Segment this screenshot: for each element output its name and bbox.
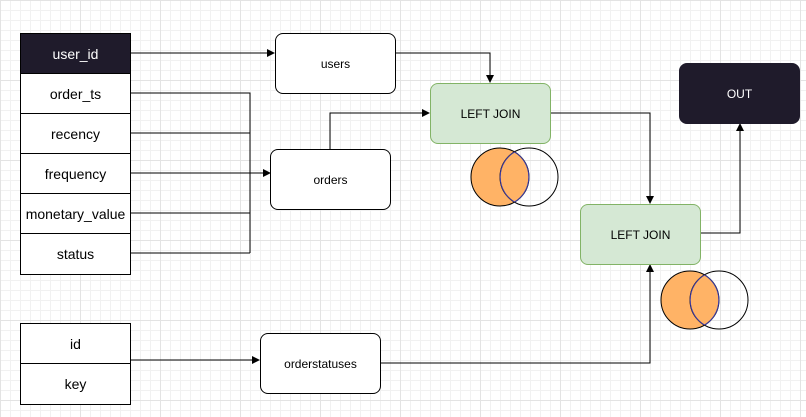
left-join-venn-icon	[470, 147, 559, 207]
orders-node[interactable]: orders	[270, 149, 391, 210]
column-user-id[interactable]: user_id	[21, 34, 130, 74]
column-status[interactable]: status	[56, 246, 95, 262]
edge-join1-join2	[550, 112, 654, 204]
left-join-venn-icon	[660, 270, 749, 330]
edge-orders-join1	[329, 109, 430, 149]
column-key[interactable]: key	[64, 376, 87, 392]
users-node[interactable]: users	[275, 33, 396, 94]
orderstatuses-node[interactable]: orderstatuses	[260, 333, 381, 394]
column-id[interactable]: id	[21, 324, 130, 364]
column-order-ts[interactable]: order_ts	[21, 74, 130, 114]
column-monetary-value[interactable]: monetary_value	[21, 194, 130, 234]
left-join-node-2[interactable]: LEFT JOIN	[580, 204, 701, 265]
left-join-node-1[interactable]: LEFT JOIN	[430, 83, 551, 144]
users-table: user_id order_ts recency frequency monet…	[20, 33, 131, 275]
edge-users-join1	[395, 52, 494, 83]
out-node[interactable]: OUT	[679, 63, 800, 124]
column-frequency[interactable]: frequency	[21, 154, 130, 194]
bracket-order-ts	[130, 92, 251, 253]
edge-orderstatuses-join2	[380, 264, 654, 364]
column-recency[interactable]: recency	[21, 114, 130, 154]
edge-join2-out	[700, 123, 744, 234]
statuses-table: id key	[20, 323, 131, 405]
